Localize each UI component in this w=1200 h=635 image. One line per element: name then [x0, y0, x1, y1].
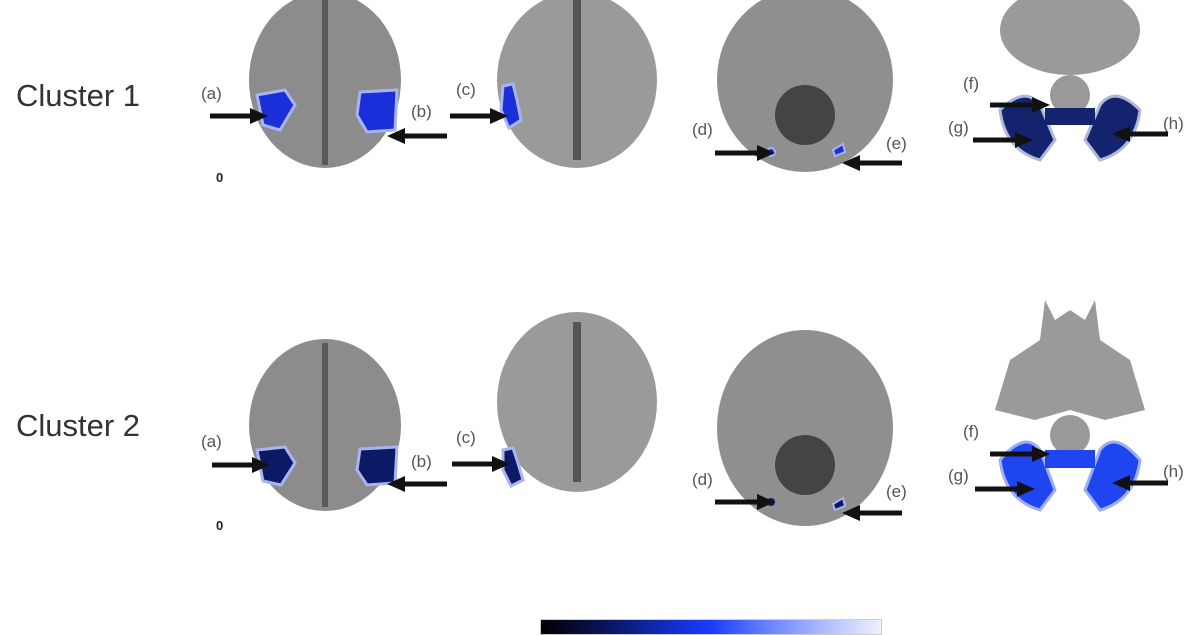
arrow-f-icon: [990, 446, 1050, 462]
arrow-d-icon: [715, 145, 775, 161]
label-b: (b): [411, 452, 432, 471]
label-c: (c): [456, 80, 476, 99]
brain-slice-superior-2: [245, 335, 405, 525]
arrow-c-icon: [452, 456, 510, 472]
arrow-f-icon: [990, 97, 1050, 113]
stray-mark: 0: [216, 170, 224, 185]
label-d: (d): [692, 120, 713, 139]
brain-slice-mid-1: [495, 0, 660, 185]
arrow-d-icon: [715, 494, 775, 510]
label-a: (a): [201, 432, 222, 451]
label-e: (e): [886, 482, 907, 501]
label-f: (f): [963, 74, 980, 93]
arrow-g-icon: [973, 132, 1033, 148]
brain-slice-cerebellum-2: [985, 300, 1155, 525]
arrow-h-icon: [1112, 475, 1168, 491]
label-b: (b): [411, 102, 432, 121]
brain-slice-superior-1: [245, 0, 405, 185]
arrow-b-icon: [387, 128, 447, 144]
colorbar: [540, 619, 882, 635]
arrow-a-icon: [212, 457, 270, 473]
arrow-a-icon: [210, 108, 268, 124]
row-label-cluster-1: Cluster 1: [16, 78, 141, 113]
label-h: (h): [1163, 114, 1184, 133]
label-g: (g): [948, 466, 969, 485]
arrow-g-icon: [975, 481, 1035, 497]
label-f: (f): [963, 422, 980, 441]
brain-slice-lower-1: [715, 0, 895, 190]
arrow-e-icon: [842, 505, 902, 521]
label-e: (e): [886, 134, 907, 153]
row-label-cluster-2: Cluster 2: [16, 408, 141, 443]
brain-slice-mid-2: [495, 310, 660, 500]
arrow-e-icon: [842, 155, 902, 171]
label-c: (c): [456, 428, 476, 447]
label-a: (a): [201, 84, 222, 103]
label-d: (d): [692, 470, 713, 489]
stray-mark: 0: [216, 518, 224, 533]
arrow-b-icon: [387, 476, 447, 492]
label-g: (g): [948, 118, 969, 137]
brain-slice-cerebellum-1: [985, 0, 1155, 175]
brain-slice-lower-2: [715, 330, 895, 535]
arrow-c-icon: [450, 108, 508, 124]
arrow-h-icon: [1112, 126, 1168, 142]
label-h: (h): [1163, 462, 1184, 481]
